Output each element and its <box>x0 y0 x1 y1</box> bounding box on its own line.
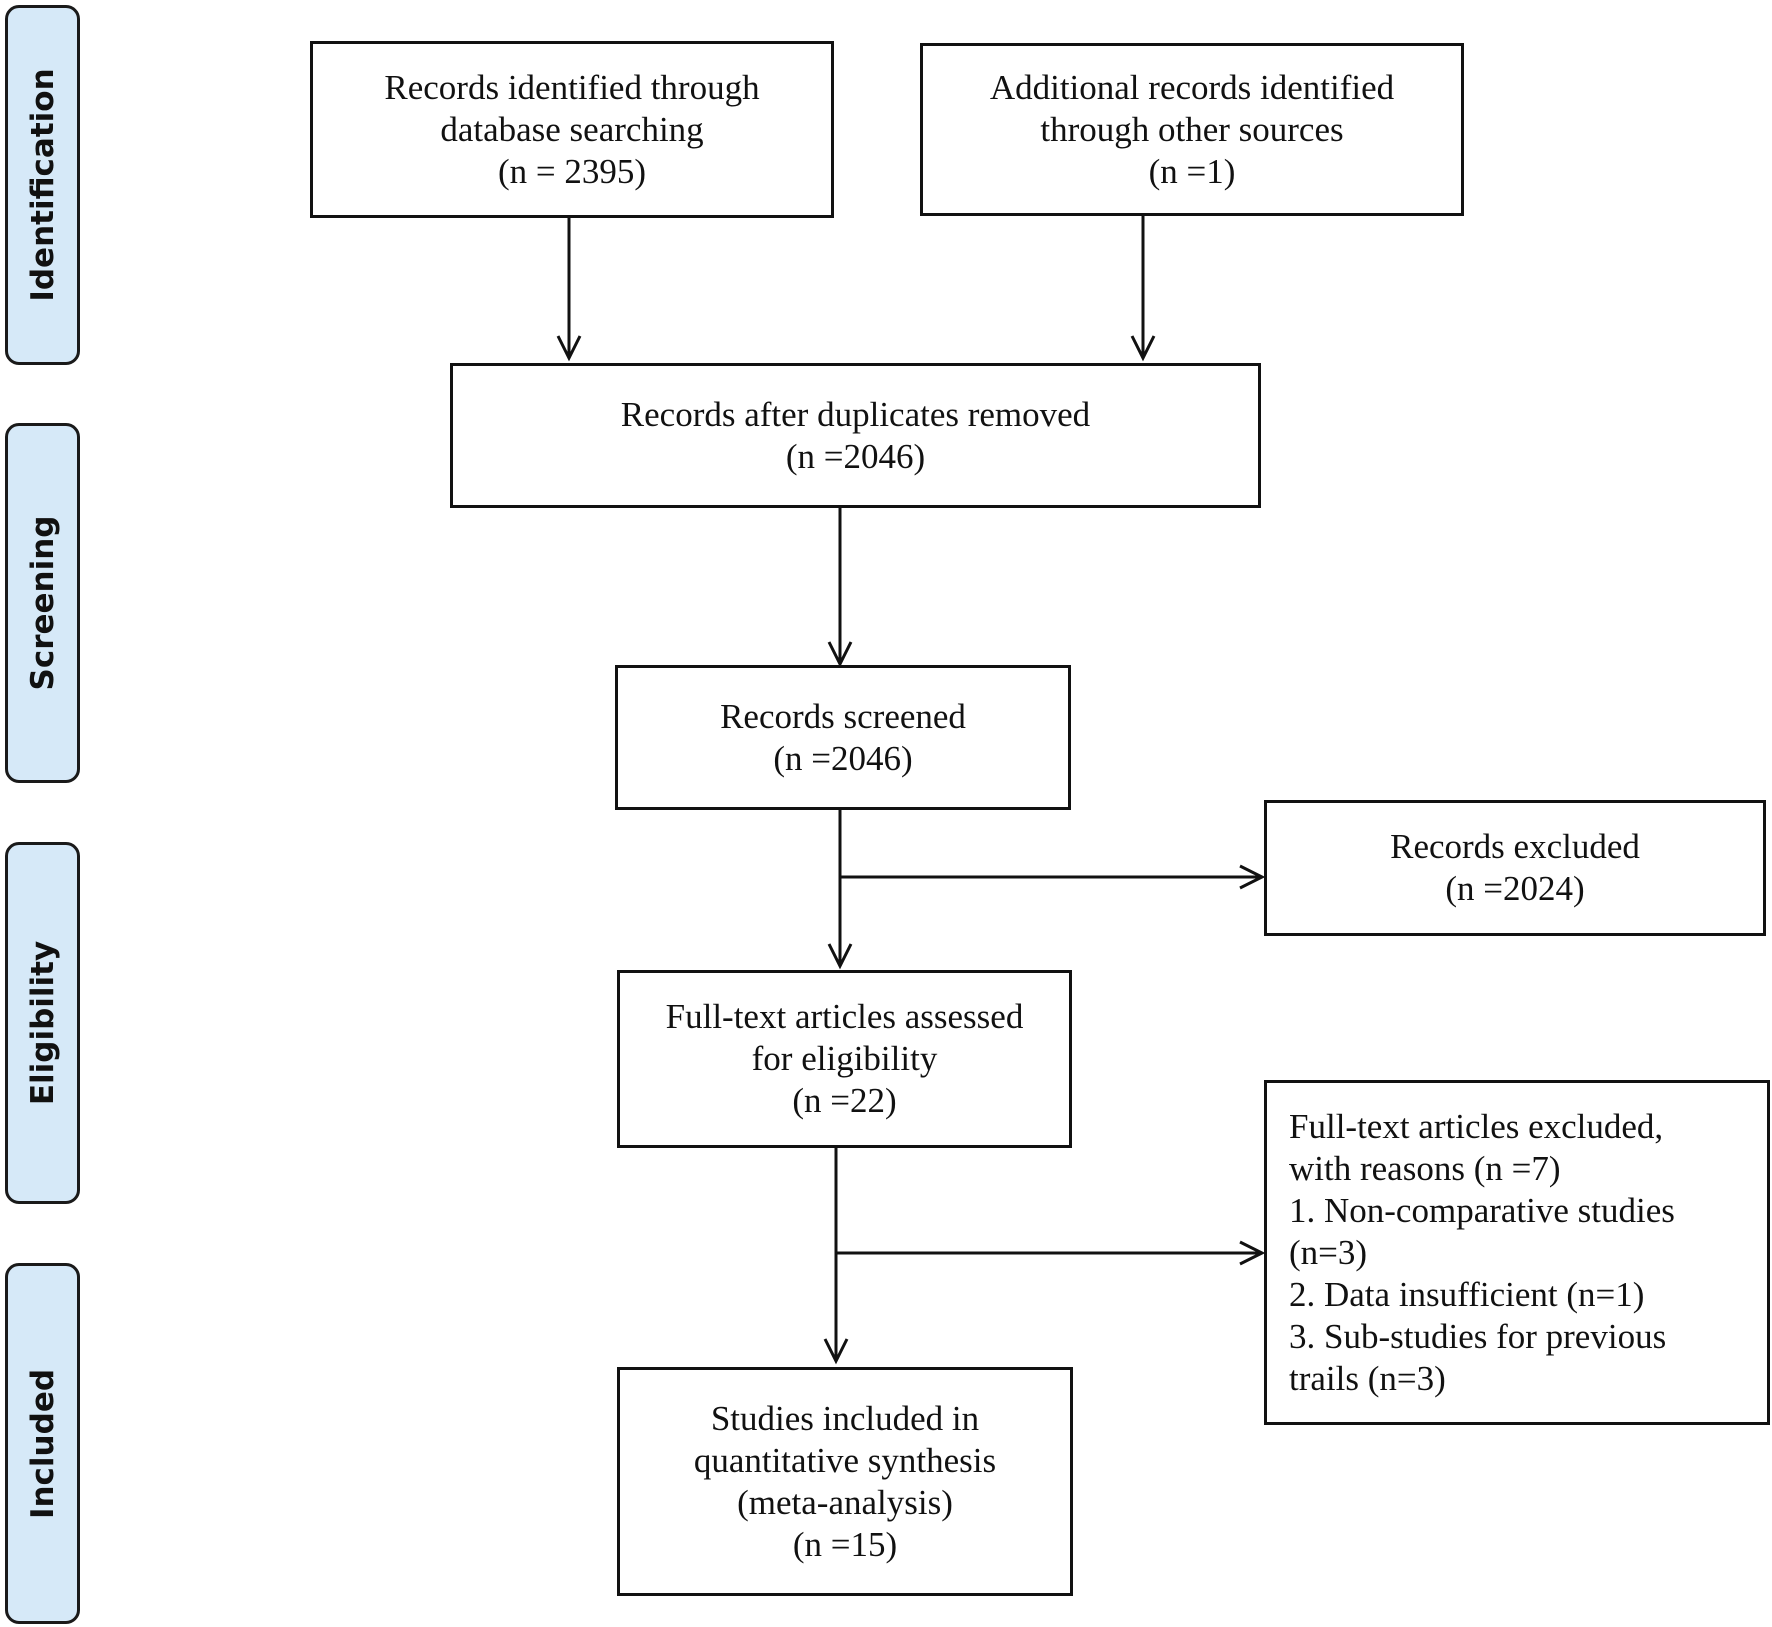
box-ftex-line1: Full-text articles excluded, <box>1289 1106 1664 1146</box>
box-database-line2: database searching <box>440 109 704 149</box>
box-ftex-reason1: 1. Non-comparative studies <box>1289 1190 1675 1230</box>
phase-identification: Identification <box>5 5 80 365</box>
box-other-line2: through other sources <box>1040 109 1344 149</box>
box-other-count: (n =1) <box>1148 151 1236 191</box>
box-included-line2: quantitative synthesis <box>693 1440 997 1480</box>
phase-eligibility: Eligibility <box>5 842 80 1204</box>
phase-screening: Screening <box>5 423 80 783</box>
phase-included: Included <box>5 1263 80 1624</box>
box-fulltext-line1: Full-text articles assessed <box>665 997 1024 1036</box>
box-other-sources: Additional records identified through ot… <box>920 43 1464 216</box>
box-fulltext-assessed: Full-text articles assessed for eligibil… <box>617 970 1072 1148</box>
box-records-excluded: Records excluded (n =2024) <box>1264 800 1766 936</box>
box-duplicates-line1: Records after duplicates removed <box>620 394 1091 434</box>
box-fulltext-line2: for eligibility <box>751 1039 938 1078</box>
box-duplicates-count: (n =2046) <box>785 436 926 476</box>
box-excluded-line1: Records excluded <box>1390 827 1640 866</box>
box-database-searching: Records identified through database sear… <box>310 41 834 218</box>
box-screened-line1: Records screened <box>720 696 966 736</box>
box-duplicates-removed: Records after duplicates removed (n =204… <box>450 363 1261 508</box>
box-records-screened: Records screened (n =2046) <box>615 665 1071 810</box>
box-ftex-reason2: 2. Data insufficient (n=1) <box>1289 1274 1645 1314</box>
box-other-line1: Additional records identified <box>989 67 1395 107</box>
box-database-count: (n = 2395) <box>497 151 647 191</box>
box-ftex-reason1-count: (n=3) <box>1289 1232 1368 1272</box>
box-screened-count: (n =2046) <box>773 738 913 778</box>
box-database-line1: Records identified through <box>384 67 760 107</box>
box-ftex-line2: with reasons (n =7) <box>1289 1148 1561 1188</box>
box-ftex-reason3: 3. Sub-studies for previous <box>1289 1316 1667 1356</box>
box-fulltext-count: (n =22) <box>792 1081 897 1120</box>
box-included-line1: Studies included in <box>710 1398 980 1438</box>
box-excluded-count: (n =2024) <box>1445 869 1585 908</box>
box-ftex-reason3-cont: trails (n=3) <box>1289 1358 1446 1398</box>
box-fulltext-excluded: Full-text articles excluded, with reason… <box>1264 1080 1770 1425</box>
box-studies-included: Studies included in quantitative synthes… <box>617 1367 1073 1596</box>
box-included-line3: (meta-analysis) <box>737 1482 953 1522</box>
box-included-count: (n =15) <box>792 1524 898 1564</box>
